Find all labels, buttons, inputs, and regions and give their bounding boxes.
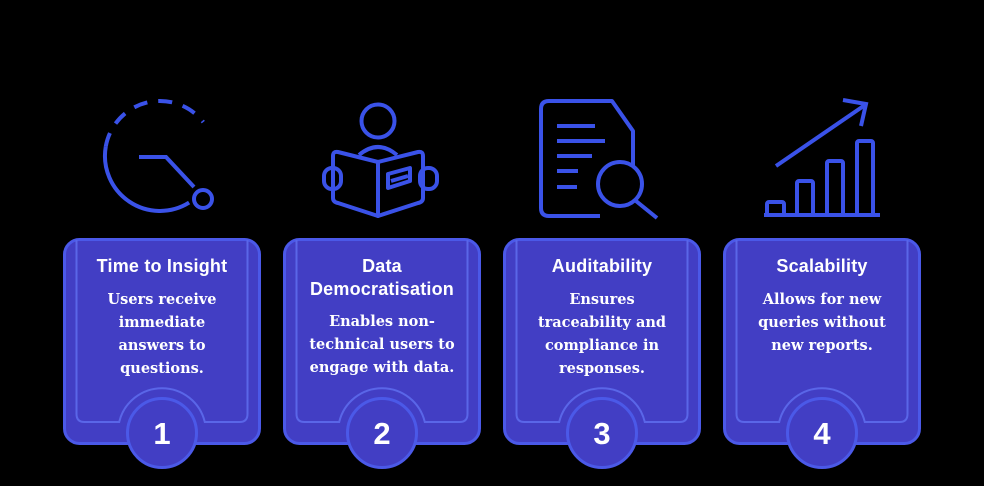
card-body: Ensures traceability and compliance in r… (537, 290, 667, 378)
card-number-badge: 4 (813, 416, 831, 451)
card-background (63, 238, 261, 469)
card-time-to-insight: Time to Insight Users receive immediate … (63, 238, 261, 470)
card-number-badge: 3 (593, 416, 611, 451)
card-number-badge: 2 (373, 416, 391, 451)
clock-icon (63, 88, 261, 228)
card-body: Users receive immediate answers to quest… (107, 290, 217, 378)
card-background (283, 238, 481, 469)
card-background (723, 238, 921, 469)
card-body: Enables non-technical users to engage wi… (309, 313, 455, 377)
card-column-auditability: Auditability Ensures traceability and co… (503, 88, 701, 470)
card-background (503, 238, 701, 469)
card-number-badge: 1 (153, 416, 171, 451)
growth-chart-icon (723, 88, 921, 228)
card-column-time-to-insight: Time to Insight Users receive immediate … (63, 88, 261, 470)
card-title: Scalability (776, 256, 868, 276)
infographic: Time to Insight Users receive immediate … (63, 88, 921, 470)
card-body: Allows for new queries without new repor… (758, 290, 886, 354)
reading-person-icon (283, 88, 481, 228)
card-scalability: Scalability Allows for new queries witho… (723, 238, 921, 470)
card-title: Data Democratisation (309, 256, 455, 299)
document-magnifier-icon (503, 88, 701, 228)
card-auditability: Auditability Ensures traceability and co… (503, 238, 701, 470)
card-title: Time to Insight (96, 256, 228, 276)
card-title: Auditability (551, 256, 653, 276)
card-column-data-democratisation: Data Democratisation Enables non-technic… (283, 88, 481, 470)
card-data-democratisation: Data Democratisation Enables non-technic… (283, 238, 481, 470)
card-column-scalability: Scalability Allows for new queries witho… (723, 88, 921, 470)
